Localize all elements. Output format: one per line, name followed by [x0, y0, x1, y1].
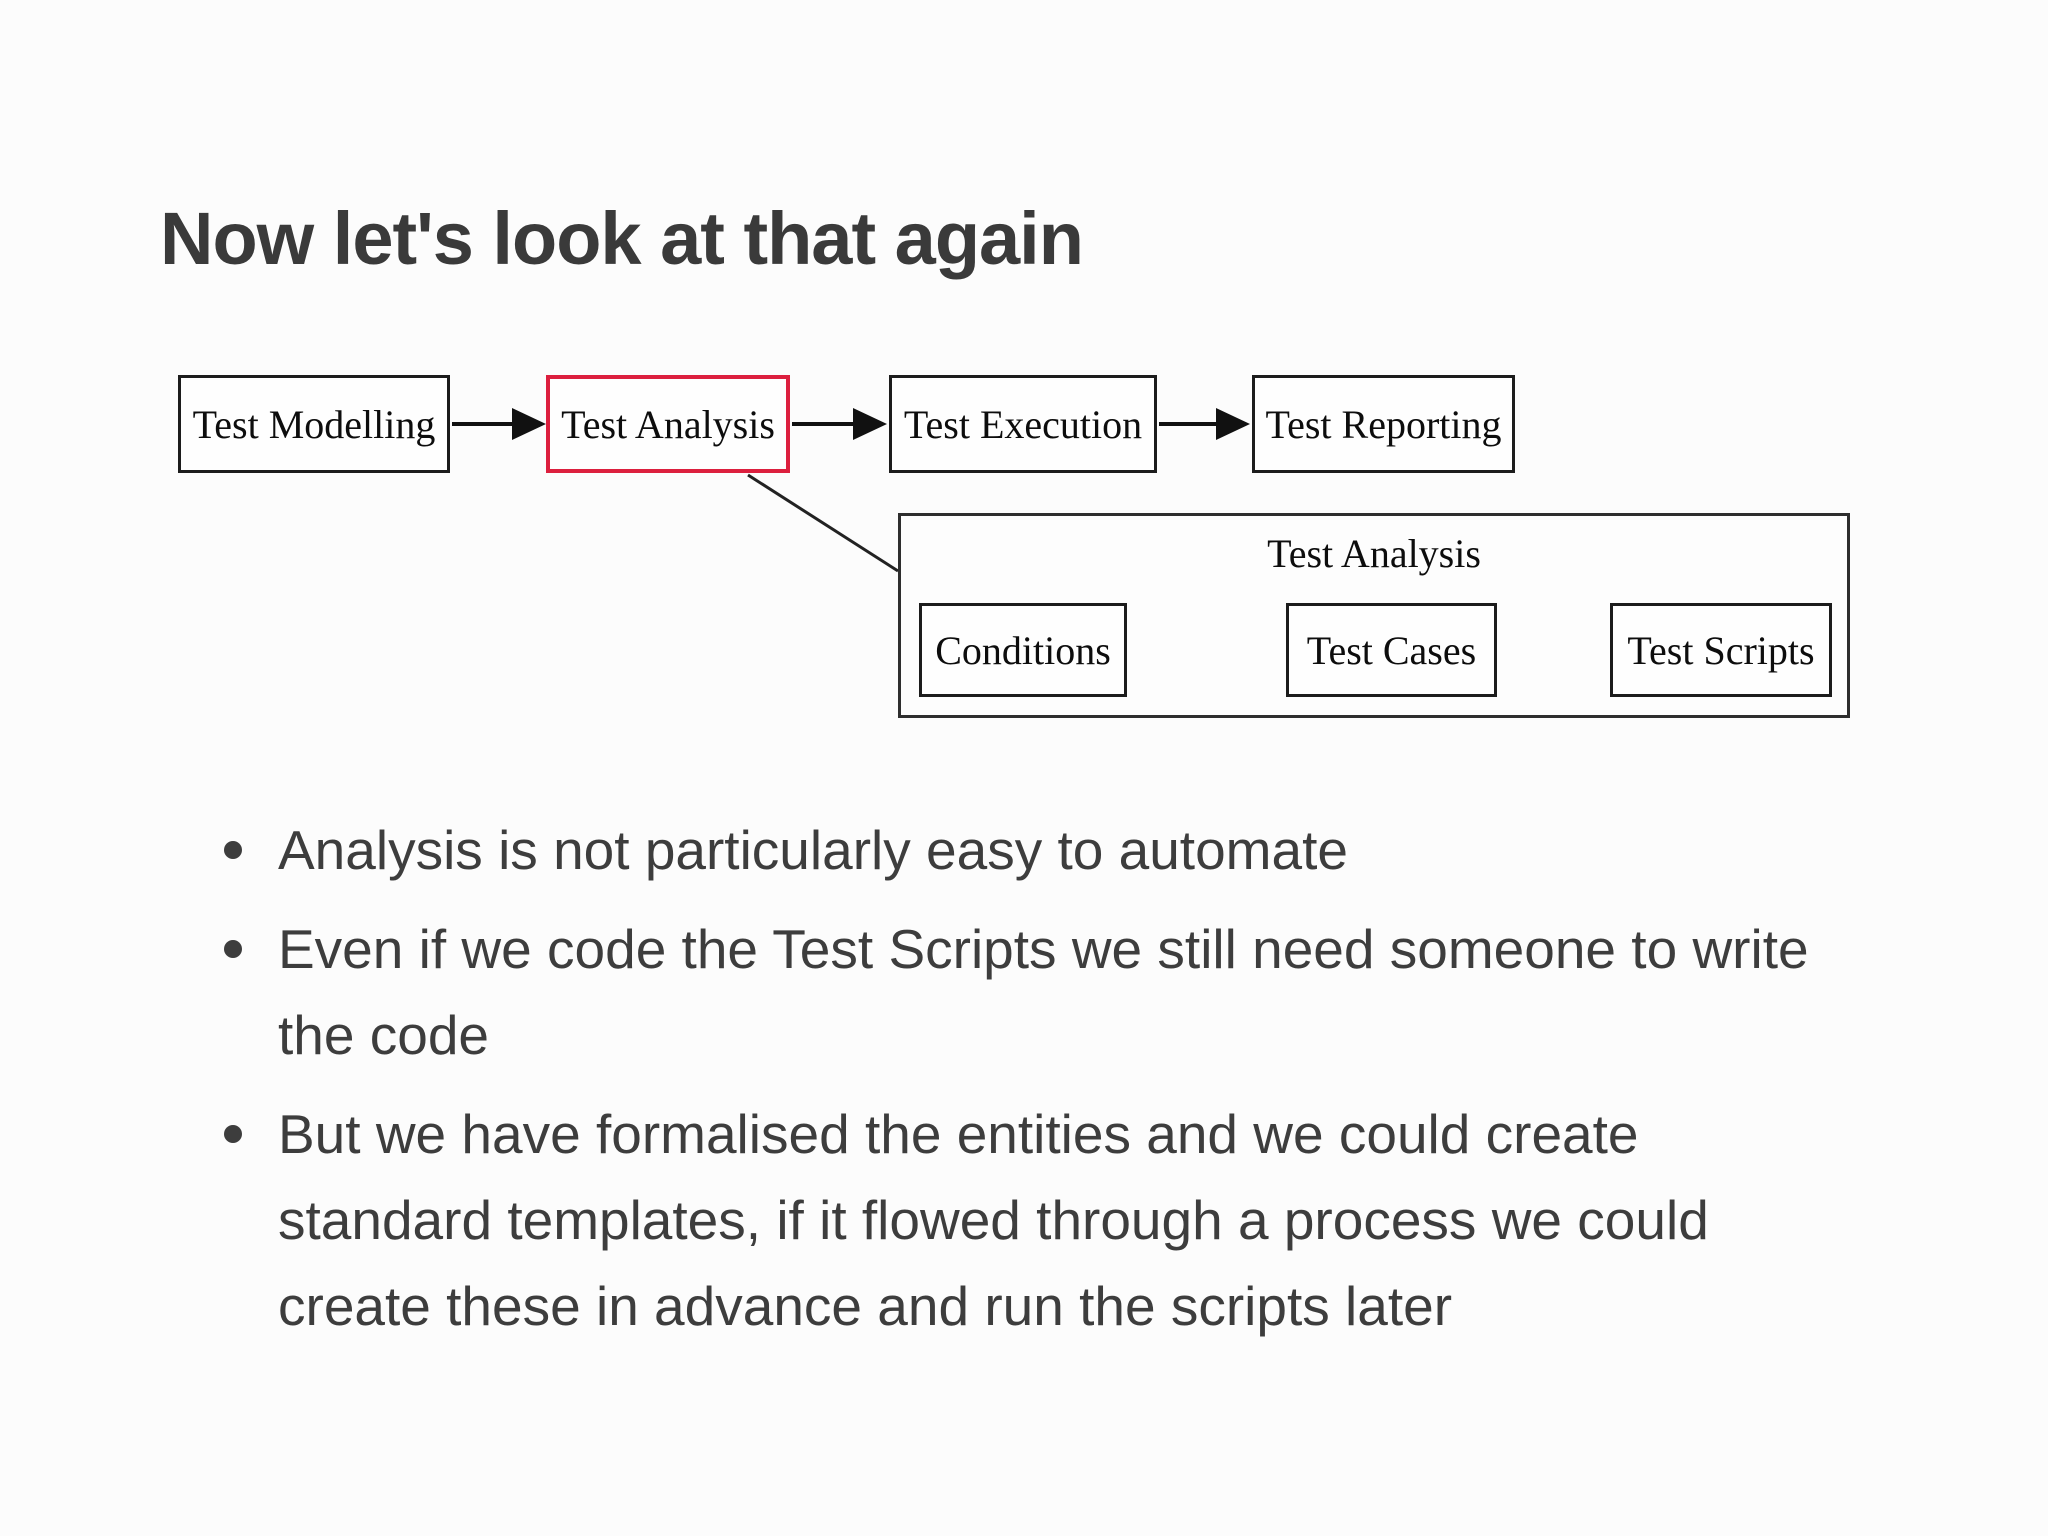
detail-callout-line: [747, 473, 899, 573]
bullet-marker: [224, 940, 242, 958]
flow-box-label: Conditions: [935, 627, 1111, 673]
slide-title: Now let's look at that again: [160, 197, 1084, 280]
bullet-item: Analysis is not particularly easy to aut…: [210, 807, 1970, 893]
flow-box-test-analysis-highlighted: Test Analysis: [546, 375, 790, 473]
bullet-marker: [224, 1125, 242, 1143]
flow-box-label: Test Execution: [903, 401, 1143, 447]
arrow-icon: [792, 408, 887, 440]
arrow-icon: [452, 408, 546, 440]
bullet-item: Even if we code the Test Scripts we stil…: [210, 906, 1970, 1078]
bullet-line: Even if we code the Test Scripts we stil…: [278, 918, 1809, 980]
flow-box-test-modelling: Test Modelling: [178, 375, 450, 473]
flow-box-label: Test Reporting: [1265, 401, 1502, 447]
flow-box-label: Test Cases: [1306, 627, 1477, 673]
arrow-icon: [1159, 408, 1250, 440]
flow-box-label: Test Scripts: [1627, 627, 1815, 673]
bullet-item: But we have formalised the entities and …: [210, 1091, 1970, 1349]
bullet-line: standard templates, if it flowed through…: [278, 1189, 1709, 1251]
detail-group-title: Test Analysis: [1267, 531, 1481, 576]
bullet-list: Analysis is not particularly easy to aut…: [210, 807, 1970, 1362]
bullet-line: create these in advance and run the scri…: [278, 1275, 1453, 1337]
bullet-line: But we have formalised the entities and …: [278, 1103, 1639, 1165]
flow-box-label: Test Modelling: [192, 401, 436, 447]
detail-box-conditions: Conditions: [919, 603, 1127, 697]
detail-box-test-cases: Test Cases: [1286, 603, 1497, 697]
flow-box-test-execution: Test Execution: [889, 375, 1157, 473]
bullet-line: the code: [278, 1004, 490, 1066]
test-process-flow-diagram: Test Modelling Test Analysis Test Execut…: [178, 375, 1850, 718]
flow-box-test-reporting: Test Reporting: [1252, 375, 1515, 473]
flow-box-label: Test Analysis: [561, 401, 775, 447]
bullet-marker: [224, 841, 242, 859]
detail-box-test-scripts: Test Scripts: [1610, 603, 1832, 697]
bullet-line: Analysis is not particularly easy to aut…: [278, 819, 1348, 881]
